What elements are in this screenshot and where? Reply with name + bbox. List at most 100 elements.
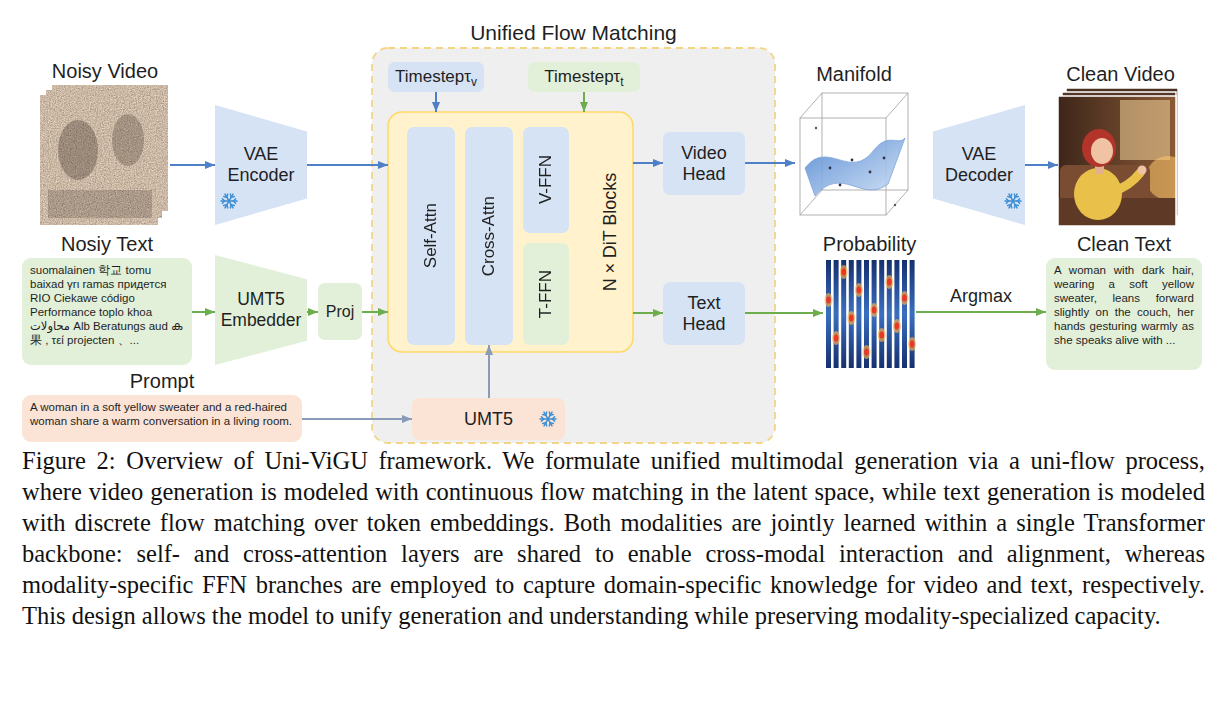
- snowflake-stroke: [1008, 204, 1011, 206]
- snowflake-stroke: [549, 423, 551, 426]
- box-label: Proj: [326, 302, 354, 321]
- embedder-block: UMT5 Embedder: [215, 255, 307, 365]
- layer-box: Self-Attn: [407, 127, 455, 345]
- framework-panel: Unified Flow MatchingTimestepτvTimestepτ…: [372, 48, 775, 443]
- scene-hair: [1082, 129, 1116, 167]
- snowflake-icon: [540, 412, 556, 426]
- timestep-box: Timestepτt: [528, 62, 640, 92]
- snowflake-stroke: [1017, 201, 1019, 203]
- cube-edge: [800, 190, 822, 215]
- probability-bar: [864, 260, 869, 368]
- peak-glow: [847, 311, 855, 325]
- snowflake-stroke: [222, 199, 224, 201]
- video-image: Noisy Video: [40, 85, 170, 225]
- flow-arrow: [633, 162, 663, 164]
- flow-arrow: [745, 312, 823, 314]
- flow-arrow: [362, 311, 388, 313]
- snowflake-stroke: [541, 417, 543, 419]
- video-image: Clean Video: [1058, 88, 1183, 226]
- probability-image: Probability: [823, 258, 916, 370]
- peak-glow: [825, 265, 917, 359]
- flow-arrow: [302, 418, 412, 420]
- scene-hand: [1138, 166, 1147, 175]
- peak-dot: [826, 297, 831, 304]
- text-box: Nosiy Textsuomalainen 학교 tomu baixad γrι…: [22, 258, 192, 365]
- encoder-block: VAE Encoder: [215, 105, 307, 225]
- edge-label: Argmax: [950, 286, 1012, 307]
- peak-dot: [849, 315, 854, 322]
- data-point: [894, 204, 896, 206]
- block-label: N×DiT Blocks: [600, 173, 621, 292]
- peak-dot: [902, 295, 907, 302]
- prompt-box: PromptA woman in a soft yellow sweater a…: [22, 395, 302, 442]
- snowflake-stroke: [543, 422, 546, 424]
- peak-dot: [887, 279, 892, 286]
- snowflake-stroke: [1009, 194, 1017, 208]
- trapezoid-fill: [215, 255, 307, 365]
- cube-edge: [886, 93, 908, 118]
- flow-arrow: [192, 311, 215, 313]
- subscript: v: [471, 75, 477, 89]
- data-point: [829, 167, 832, 170]
- scene-face: [1091, 138, 1113, 164]
- data-point: [839, 184, 842, 187]
- box-label: UMT5: [464, 409, 513, 430]
- peak-glow: [863, 345, 871, 359]
- box-label: UMT5 Embedder: [219, 289, 303, 331]
- snowflake-stroke: [226, 194, 228, 197]
- peak-glow: [901, 291, 909, 305]
- data-point: [851, 159, 854, 162]
- peak-glow: [870, 303, 878, 317]
- heading-text: Manifold: [816, 62, 892, 86]
- heading-text: Clean Video: [1066, 62, 1175, 86]
- data-point: [883, 157, 886, 160]
- dit-block-group: N×DiT BlocksSelf-AttnCross-AttnV-FFNT-FF…: [388, 112, 633, 352]
- noisy-silhouette: [48, 190, 152, 218]
- snowflake-stroke: [225, 194, 233, 208]
- flow-arrow: [435, 92, 437, 112]
- peak-dot: [826, 269, 914, 356]
- snowflake-stroke: [550, 414, 553, 416]
- heading-text: Clean Text: [1077, 232, 1171, 256]
- decoder-block: VAE Decoder: [933, 105, 1025, 225]
- flow-arrow: [307, 164, 388, 166]
- snowflake-holder: [538, 409, 558, 429]
- peak-glow: [908, 337, 916, 351]
- flow-arrow: [307, 311, 318, 313]
- heading-text: Prompt: [130, 369, 194, 393]
- noisy-silhouette: [58, 120, 98, 180]
- box-label: VAE Encoder: [219, 144, 303, 186]
- figure-caption: Figure 2: Overview of Uni-ViGU framework…: [22, 445, 1205, 631]
- snowflake-stroke: [544, 412, 552, 426]
- snowflake-icon: [221, 194, 237, 208]
- probability-bar: [856, 260, 861, 368]
- video-frame: [1058, 96, 1176, 226]
- heading-text: Nosiy Text: [61, 232, 153, 256]
- probability-bar: [879, 260, 884, 368]
- snowflake-stroke: [230, 205, 232, 208]
- video-scene: [1058, 96, 1176, 226]
- probability-bar: [834, 260, 839, 368]
- scene-lamp: [1146, 156, 1176, 200]
- peak-dot: [910, 341, 915, 348]
- peak-dot: [879, 332, 884, 339]
- trapezoid-fill: [215, 105, 307, 225]
- probability-bar: [826, 260, 831, 368]
- box-label: Video Head: [667, 143, 741, 185]
- layer-box: Cross-Attn: [465, 127, 513, 345]
- box-label: Text Head: [667, 293, 741, 335]
- peak-glow: [832, 331, 840, 345]
- text-box: Clean TextA woman with dark hair, wearin…: [1046, 258, 1202, 370]
- vertical-label: Cross-Attn: [479, 196, 499, 276]
- body-text: A woman in a soft yellow sweater and a r…: [30, 400, 294, 428]
- cube-edge: [886, 190, 908, 215]
- timestep-label: Timestepτ: [395, 67, 471, 87]
- flow-arrow: [633, 312, 663, 314]
- block-background: [388, 112, 633, 352]
- heading-text: Probability: [823, 232, 916, 256]
- probability-bar: [894, 260, 899, 368]
- snowflake-stroke: [225, 194, 233, 208]
- peak-glow: [885, 275, 893, 289]
- timestep-box: Timestepτv: [388, 62, 484, 92]
